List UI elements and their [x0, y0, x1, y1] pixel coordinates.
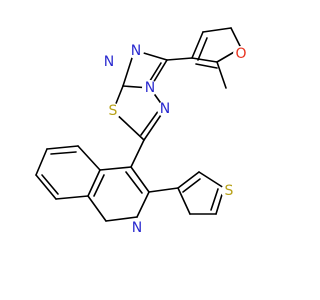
- bond: [195, 63, 218, 69]
- atom-label-layer: N N N N S O N S: [101, 43, 249, 236]
- bond: [136, 191, 150, 218]
- bond: [230, 27, 242, 49]
- bond: [99, 166, 132, 171]
- bond: [77, 145, 101, 171]
- bond: [55, 195, 89, 200]
- bond: [35, 148, 48, 176]
- atom-s-thiophene: S: [221, 183, 237, 199]
- atom-s-thiadiazole: S: [105, 103, 121, 119]
- bond-layer: [35, 27, 242, 222]
- bond: [41, 174, 59, 195]
- bond: [35, 174, 57, 200]
- bond: [125, 171, 143, 194]
- bond: [191, 31, 204, 59]
- bond: [166, 57, 193, 61]
- bond: [50, 151, 77, 155]
- bond: [210, 188, 219, 211]
- bond: [198, 171, 225, 189]
- atom-label: N: [160, 101, 170, 117]
- bond: [182, 178, 201, 193]
- bond: [216, 61, 227, 89]
- bond: [87, 169, 101, 197]
- bond: [130, 166, 150, 193]
- atom-n-triazole-top-right: N: [128, 43, 144, 59]
- bond: [46, 145, 79, 150]
- bond: [177, 187, 191, 215]
- atom-label: S: [109, 103, 118, 119]
- bond: [87, 195, 107, 222]
- atom-o-furan: O: [233, 46, 249, 62]
- bond: [122, 57, 133, 87]
- atom-label: N: [131, 43, 141, 59]
- bond: [148, 187, 179, 193]
- atom-label: N: [104, 54, 114, 70]
- bond: [191, 57, 218, 63]
- atom-label: N: [132, 220, 142, 236]
- molecule-structure: N N N N S O N S: [35, 27, 249, 236]
- atom-label: N: [145, 80, 155, 96]
- bond: [197, 37, 208, 61]
- bond: [177, 171, 200, 189]
- atom-label: S: [225, 183, 234, 199]
- bond: [140, 109, 160, 136]
- bond: [130, 139, 145, 168]
- atom-n-triazole-top-left: N: [101, 54, 117, 70]
- atom-label: O: [235, 46, 246, 62]
- bond: [105, 216, 138, 222]
- atom-n-quinoline: N: [129, 220, 145, 236]
- bond: [93, 174, 105, 197]
- atom-n-thiadiazole: N: [157, 101, 173, 117]
- bond: [202, 27, 232, 33]
- atom-n-bridge: N: [142, 80, 158, 96]
